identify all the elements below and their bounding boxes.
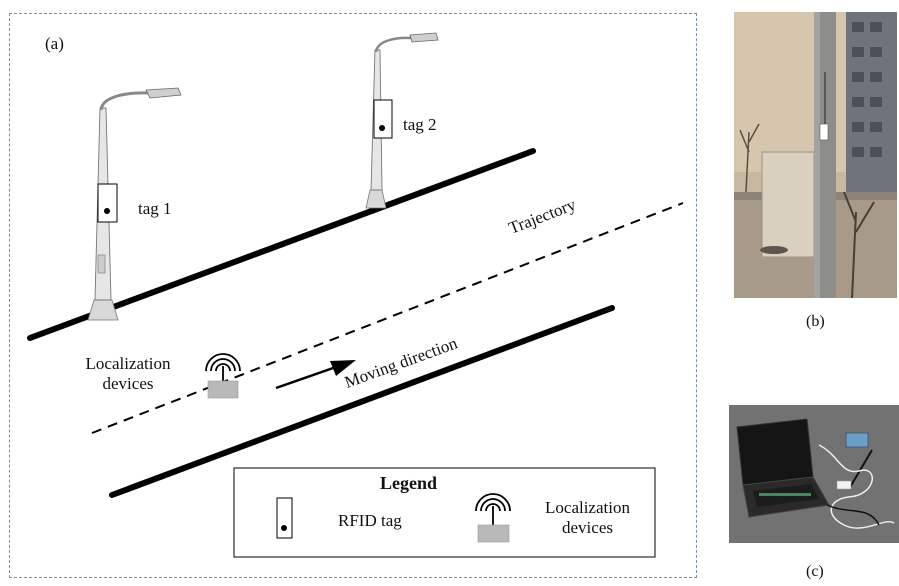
panel-b-caption: (b): [806, 313, 825, 330]
legend-title: Legend: [380, 473, 438, 493]
legend-rfid-label: RFID tag: [338, 511, 402, 530]
legend-localization-device-icon: [475, 493, 511, 543]
localization-devices-label-line1: Localization: [85, 354, 171, 373]
localization-devices-label: Localization devices: [73, 354, 183, 394]
tag-2-label: tag 2: [403, 115, 437, 134]
localization-device-scene: [205, 353, 241, 399]
schematic-panel-a: [9, 13, 697, 578]
legend-device-label-line1: Localization: [545, 498, 630, 517]
trajectory-line: [91, 202, 684, 434]
photo-laptop-setup: [729, 405, 899, 543]
panel-a-label: (a): [45, 34, 64, 53]
rfid-tag-1: [97, 183, 118, 223]
legend-rfid-tag-icon: [276, 497, 293, 539]
tag-1-label: tag 1: [138, 199, 172, 218]
road-edge-bottom: [109, 305, 615, 498]
legend-box: [233, 467, 656, 558]
legend-device-label: Localization devices: [530, 498, 645, 538]
panel-c-caption: (c): [806, 563, 824, 580]
rfid-tag-2: [373, 99, 393, 139]
legend-device-label-line2: devices: [562, 518, 613, 537]
photo-street-pole: [734, 12, 897, 298]
localization-devices-label-line2: devices: [102, 374, 154, 393]
moving-direction-arrow: [275, 360, 356, 390]
